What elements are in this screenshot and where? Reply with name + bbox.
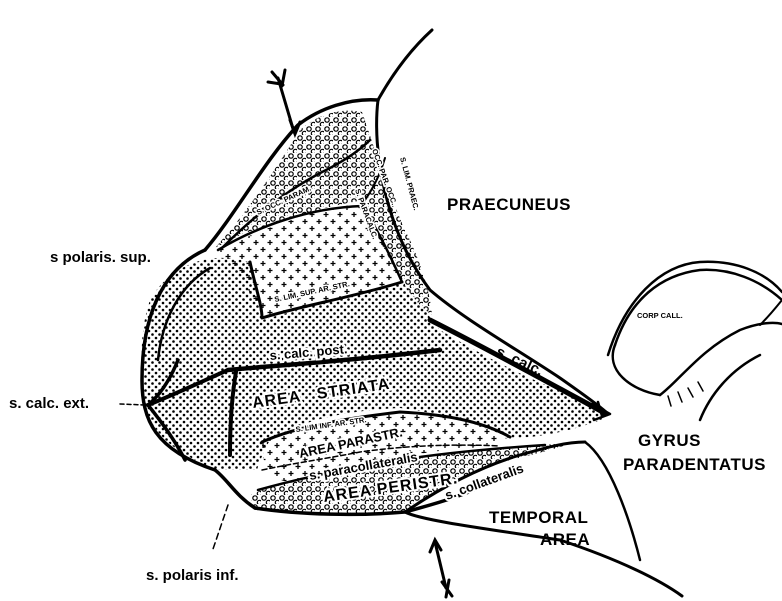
- praecuneus-label: PRAECUNEUS: [447, 195, 571, 214]
- bottom-arrow-icon: [430, 540, 452, 597]
- s-lim-praec-label: S. LIM. PRAEC.: [398, 156, 421, 211]
- s-polaris-sup-label: s polaris. sup.: [50, 249, 151, 266]
- s-polaris-inf-label: s. polaris inf.: [146, 567, 239, 584]
- s-calc-ext-dash: [120, 404, 145, 405]
- area-label: AREA: [540, 530, 590, 549]
- temporal-label: TEMPORAL: [489, 508, 588, 527]
- gyrus-label: GYRUS: [638, 431, 701, 450]
- s-calc-ext-label: s. calc. ext.: [9, 395, 89, 412]
- s-polaris-inf-line: [212, 505, 228, 552]
- praecuneus-boundary: [378, 30, 432, 100]
- corpus-callosum: [608, 262, 782, 420]
- top-arrow-icon: [268, 70, 300, 134]
- paradentatus-label: PARADENTATUS: [623, 455, 766, 474]
- corp-call-label: CORP CALL.: [637, 311, 683, 320]
